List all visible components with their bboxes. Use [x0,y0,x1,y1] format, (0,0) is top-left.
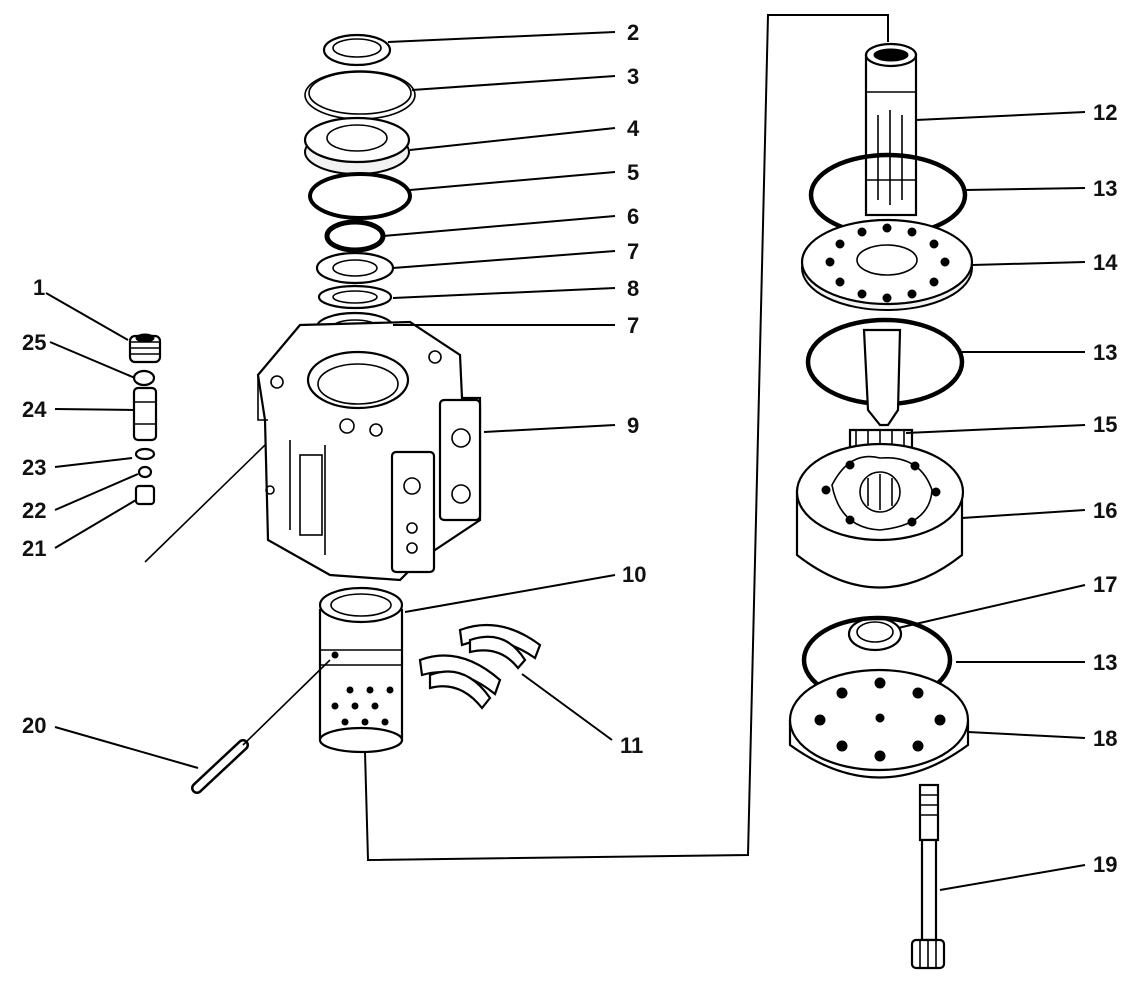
callout-3: 3 [627,64,639,89]
callout-22: 22 [22,498,46,523]
fitting-icon [128,333,162,364]
drive-shaft-icon [848,328,914,457]
callout-21: 21 [22,536,46,561]
sleeve-icon [318,586,404,754]
callout-17: 17 [1093,572,1117,597]
callout-5: 5 [627,160,639,185]
drive-shaft-icon [864,42,918,217]
spacer-icon [847,616,903,652]
seal-icon [322,33,392,67]
housing-icon [256,320,482,582]
callout-23: 23 [22,455,46,480]
callout-18: 18 [1093,726,1117,751]
pin-icon [191,659,331,794]
callout-2: 2 [627,20,639,45]
callout-8: 8 [627,276,639,301]
o-ring-icon [324,219,386,253]
callout-7a: 7 [627,239,639,264]
callout-13c: 13 [1093,650,1117,675]
callout-13a: 13 [1093,176,1117,201]
callout-20: 20 [22,713,46,738]
callout-19: 19 [1093,852,1117,877]
o-ring-icon [308,172,412,220]
callout-4: 4 [627,116,640,141]
gerotor-icon [795,442,965,589]
callout-14: 14 [1093,250,1118,275]
o-ring-icon [304,70,416,120]
check-valve-icon [132,369,158,506]
callout-12: 12 [1093,100,1117,125]
callout-1: 1 [33,275,45,300]
leader-lines [45,31,1086,891]
bushing-icon [303,116,411,175]
assembly-connector-line [364,14,889,862]
callout-6: 6 [627,204,639,229]
callout-9: 9 [627,413,639,438]
callout-24: 24 [22,397,47,422]
callout-10: 10 [622,562,646,587]
callout-11: 11 [620,733,643,758]
callout-16: 16 [1093,498,1117,523]
thrust-washer-icon [317,284,393,310]
thrust-washer-icon [315,251,395,285]
bolt-icon [910,783,946,970]
callout-7b: 7 [627,313,639,338]
callout-25: 25 [22,330,46,355]
plate-icon [800,218,974,311]
centering-spring-icon [418,623,542,710]
callout-15: 15 [1093,412,1117,437]
callout-13b: 13 [1093,340,1117,365]
end-cap-icon [788,668,970,779]
